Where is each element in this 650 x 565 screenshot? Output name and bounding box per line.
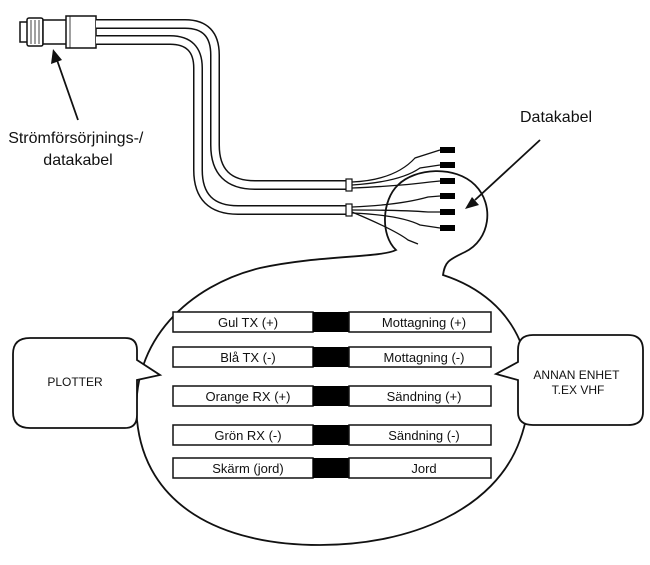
cable-lower: [96, 35, 348, 215]
connection-block: [313, 425, 349, 445]
arrow-data-cable: [465, 139, 541, 209]
power-cable-label: Strömförsörjnings-/ datakabel: [8, 130, 148, 169]
data-cable-label: Datakabel: [520, 109, 592, 126]
power-cable-label-line2: datakabel: [43, 152, 112, 169]
plotter-bubble: [12, 337, 163, 429]
other-device-label: ANNAN ENHET T.EX VHF: [533, 368, 622, 397]
connection-block: [313, 312, 349, 332]
cable-sleeve-ends: [345, 178, 353, 217]
cable-upper: [96, 19, 348, 190]
wiring-row: Skärm (jord) Jord: [172, 457, 492, 479]
right-wire-label: Jord: [411, 461, 436, 476]
wire-fan-lower: [351, 195, 441, 245]
wiring-row: Gul TX (+) Mottagning (+): [172, 311, 492, 333]
right-wire-cell: [348, 424, 492, 446]
other-device-bubble: [493, 334, 644, 426]
connector-plug: [19, 15, 97, 49]
arrow-power-cable: [51, 49, 79, 121]
right-wire-cell: [348, 457, 492, 479]
wiring-table: Gul TX (+) Mottagning (+) Blå TX (-) Mottag…: [172, 311, 492, 479]
left-wire-label: Grön RX (-): [214, 428, 281, 443]
right-wire-label: Sändning (-): [388, 428, 460, 443]
connection-block: [313, 458, 349, 478]
wire-fan-upper: [351, 149, 441, 189]
right-wire-cell: [348, 385, 492, 407]
other-device-label-line2: T.EX VHF: [552, 383, 605, 397]
power-cable-label-line1: Strömförsörjnings-/: [8, 130, 144, 147]
wiring-row: Grön RX (-) Sändning (-): [172, 424, 492, 446]
left-wire-label: Gul TX (+): [218, 315, 278, 330]
wiring-row: Orange RX (+) Sändning (+): [172, 385, 492, 407]
left-wire-label: Blå TX (-): [220, 350, 275, 365]
right-wire-label: Mottagning (-): [384, 350, 465, 365]
right-wire-label: Mottagning (+): [382, 315, 466, 330]
other-device-label-line1: ANNAN ENHET: [533, 368, 620, 382]
right-wire-label: Sändning (+): [387, 389, 462, 404]
connection-block: [313, 386, 349, 406]
right-wire-cell: [348, 346, 492, 368]
wire-tips: [440, 147, 455, 231]
plotter-label: PLOTTER: [47, 375, 103, 389]
left-wire-label: Orange RX (+): [206, 389, 291, 404]
connection-block: [313, 347, 349, 367]
left-wire-label: Skärm (jord): [212, 461, 284, 476]
right-wire-cell: [348, 311, 492, 333]
wiring-row: Blå TX (-) Mottagning (-): [172, 346, 492, 368]
